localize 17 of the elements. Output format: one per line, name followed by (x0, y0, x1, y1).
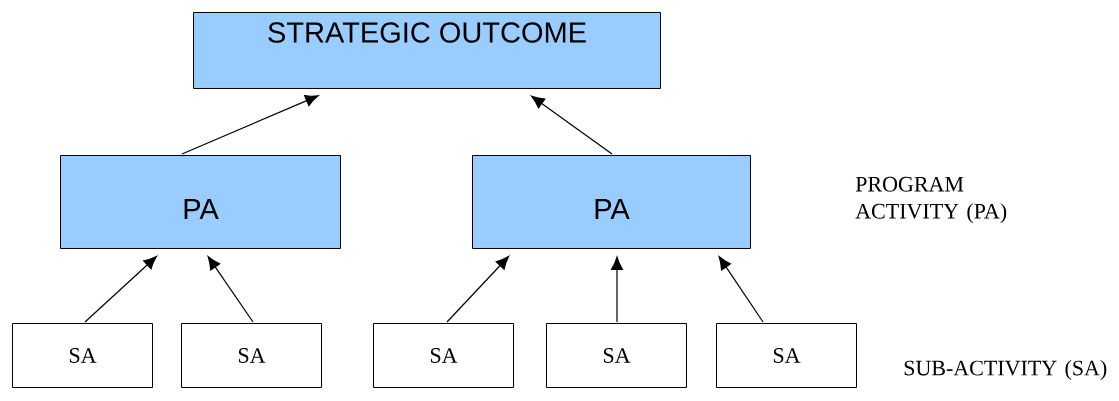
arrow (84, 255, 157, 323)
sub-activity-box: SA (716, 323, 857, 388)
arrow (446, 255, 510, 323)
program-activity-box: PA (472, 155, 751, 249)
arrow (531, 95, 613, 155)
sub-activity-box: SA (181, 323, 322, 388)
sub-activity-box: SA (373, 323, 514, 388)
sub-activity-box: SA (546, 323, 687, 388)
arrow (181, 95, 319, 155)
arrow (207, 256, 254, 323)
program-activity-box: PA (60, 155, 341, 249)
outcome-box: STRATEGIC OUTCOME (193, 12, 661, 89)
arrow (611, 256, 623, 323)
arrow (718, 256, 764, 323)
level-label: SUB-ACTIVITY (SA) (904, 360, 1107, 380)
level-label: PROGRAM ACTIVITY (PA) (855, 176, 1007, 224)
sub-activity-box: SA (12, 323, 153, 388)
